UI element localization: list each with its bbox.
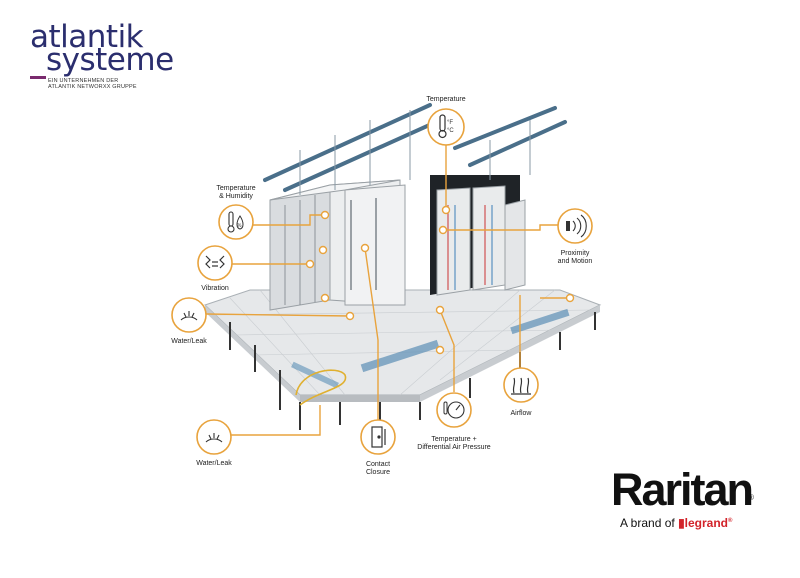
- label-contact-closure: Contact Closure: [365, 461, 391, 476]
- legrand-wordmark: legrand: [684, 516, 729, 530]
- label-vibration: Vibration: [201, 285, 229, 292]
- overhead-cable-ladder: [263, 103, 567, 192]
- label-water-leak-upper: Water/Leak: [171, 338, 207, 345]
- logo-subtitle-line2: ATLANTIK NETWORXX GRUPPE: [48, 84, 137, 90]
- proximity-motion-icon: [557, 208, 593, 244]
- svg-text:°C: °C: [447, 128, 454, 134]
- logo-subtitle-line1: EIN UNTERNEHMEN DER: [48, 78, 119, 84]
- brand-tagline-prefix: A brand of: [620, 516, 675, 530]
- label-temperature: Temperature: [426, 96, 466, 103]
- rack-row-left: [269, 179, 406, 311]
- legrand-logo: ▮legrand®: [678, 516, 733, 530]
- svg-text:%: %: [237, 223, 242, 229]
- sensor-icons: °F °C %: [171, 108, 593, 455]
- label-proximity-motion: Proximity and Motion: [557, 250, 593, 265]
- brand-registered-mark: ®: [748, 493, 754, 502]
- water-leak-icon: [196, 419, 232, 455]
- logo-accent-bar: [30, 76, 46, 79]
- rack-row-right: [430, 175, 526, 296]
- brand-tagline: A brand of ▮legrand®: [620, 516, 732, 530]
- callout-lines: [205, 145, 570, 436]
- legrand-registered-mark: ®: [728, 518, 733, 524]
- vibration-icon: [197, 245, 233, 281]
- logo-subtitle: EIN UNTERNEHMEN DER ATLANTIK NETWORXX GR…: [48, 78, 137, 90]
- thermometer-humidity-icon: %: [218, 204, 254, 240]
- brand-logo-raritan: Raritan: [611, 464, 754, 515]
- airflow-icon: [503, 367, 539, 403]
- water-leak-icon: [171, 297, 207, 333]
- logo-wordmark-line2: systeme: [46, 42, 174, 78]
- door-contact-icon: [360, 419, 396, 455]
- label-water-leak-lower: Water/Leak: [196, 460, 232, 467]
- callout-endpoints: [305, 205, 575, 355]
- label-airflow: Airflow: [510, 410, 532, 417]
- leak-detection-cable: [295, 369, 347, 406]
- pressure-gauge-icon: [436, 392, 472, 428]
- logo-wordmark-line1: atlantik: [30, 19, 144, 55]
- label-temperature-humidity: Temperature & Humidity: [216, 185, 256, 200]
- thermometer-fahrenheit-celsius-icon: °F °C: [427, 108, 465, 146]
- label-temperature-differential-air-pressure: Temperature + Differential Air Pressure: [417, 436, 491, 451]
- raised-floor: [204, 289, 602, 430]
- svg-text:°F: °F: [447, 120, 453, 126]
